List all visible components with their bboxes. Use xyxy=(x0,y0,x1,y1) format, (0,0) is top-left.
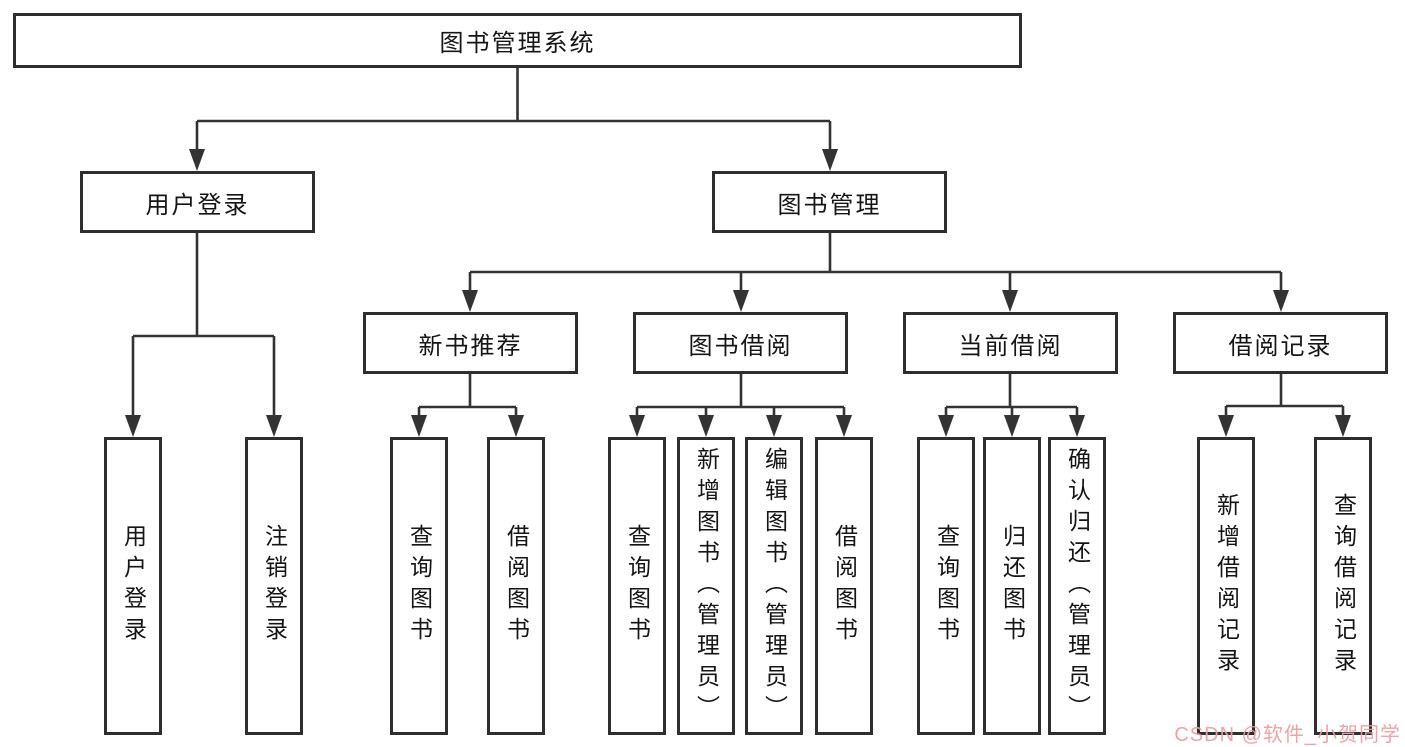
leaf-query-books-recommend: 查询图书 xyxy=(390,437,448,735)
node-label: 图书借阅 xyxy=(688,332,793,360)
node-root-label: 图书管理系统 xyxy=(439,30,596,57)
leaf-label: 新增借阅记录 xyxy=(1213,493,1240,679)
leaf-query-borrow-record: 查询借阅记录 xyxy=(1314,437,1372,735)
leaf-add-books-admin: 新增图书（管理员） xyxy=(677,437,735,735)
leaf-label: 新增图书（管理员） xyxy=(693,446,720,726)
leaf-label: 用户登录 xyxy=(120,524,147,648)
leaf-confirm-return-admin: 确认归还（管理员） xyxy=(1048,437,1106,735)
leaf-label: 查询图书 xyxy=(406,524,433,648)
leaf-edit-books-admin: 编辑图书（管理员） xyxy=(745,437,803,735)
leaf-query-books-current: 查询图书 xyxy=(917,437,975,735)
leaf-label: 查询图书 xyxy=(624,524,651,648)
node-label: 借阅记录 xyxy=(1228,332,1333,360)
node-root: 图书管理系统 xyxy=(13,13,1022,68)
leaf-label: 查询借阅记录 xyxy=(1330,493,1357,679)
csdn-watermark: CSDN @软件_小贺同学 xyxy=(1174,724,1401,746)
node-borrow-records: 借阅记录 xyxy=(1173,312,1388,374)
node-book-management: 图书管理 xyxy=(712,171,947,233)
leaf-label: 归还图书 xyxy=(999,524,1026,648)
leaf-label: 确认归还（管理员） xyxy=(1064,446,1091,726)
node-book-borrow: 图书借阅 xyxy=(633,312,848,374)
node-label: 用户登录 xyxy=(145,191,250,219)
leaf-label: 借阅图书 xyxy=(831,524,858,648)
leaf-return-books: 归还图书 xyxy=(983,437,1041,735)
node-current-borrow: 当前借阅 xyxy=(903,312,1118,374)
leaf-logout: 注销登录 xyxy=(245,437,303,735)
node-label: 新书推荐 xyxy=(418,332,523,360)
leaf-add-borrow-record: 新增借阅记录 xyxy=(1197,437,1255,735)
leaf-query-books-borrow: 查询图书 xyxy=(608,437,666,735)
node-new-book-recommend: 新书推荐 xyxy=(363,312,578,374)
leaf-borrow-books: 借阅图书 xyxy=(815,437,873,735)
leaf-user-login: 用户登录 xyxy=(104,437,162,735)
leaf-borrow-books-recommend: 借阅图书 xyxy=(487,437,545,735)
connector-lines xyxy=(131,68,1345,418)
leaf-label: 查询图书 xyxy=(933,524,960,648)
leaf-label: 编辑图书（管理员） xyxy=(761,446,788,726)
node-user-login: 用户登录 xyxy=(80,171,315,233)
leaf-label: 注销登录 xyxy=(261,524,288,648)
leaf-label: 借阅图书 xyxy=(503,524,530,648)
arrowhead-icons xyxy=(125,149,1351,437)
node-label: 当前借阅 xyxy=(958,332,1063,360)
node-label: 图书管理 xyxy=(777,191,882,219)
